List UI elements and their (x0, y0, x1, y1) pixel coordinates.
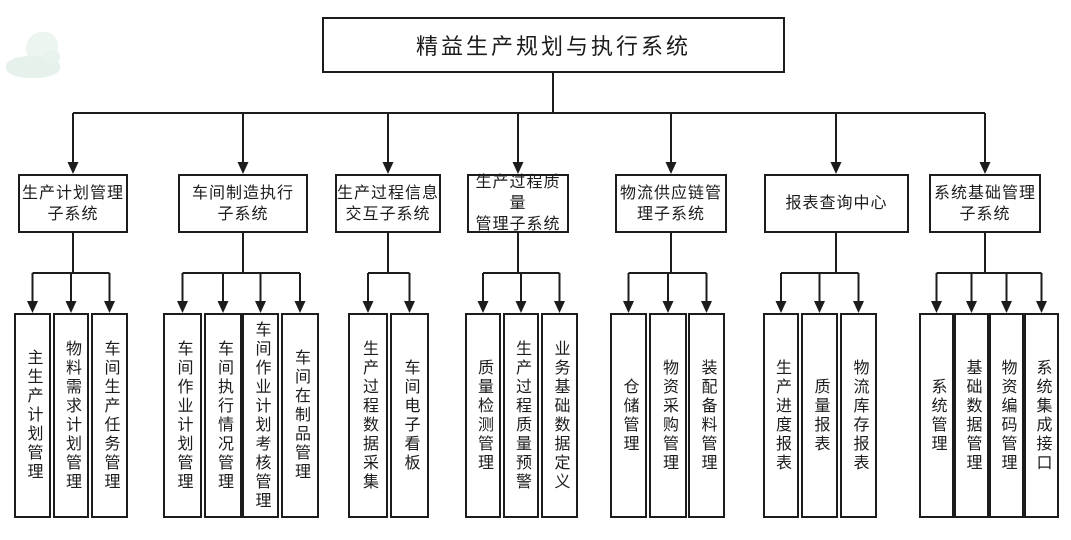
root-node: 精益生产规划与执行系统 (322, 17, 785, 73)
module-label: 生产进度报表 (773, 358, 790, 473)
module-label: 质量报表 (811, 377, 829, 454)
subsystem-label: 车间制造执行 (191, 184, 294, 202)
module-node: 主生产计划管理 (14, 313, 51, 518)
subsystem-label: 交互子系统 (345, 205, 431, 223)
module-node: 车间执行情况管理 (204, 313, 242, 518)
subsystem-node-system-base: 系统基础管理 子系统 (929, 174, 1041, 233)
module-node: 系统管理 (919, 313, 954, 518)
module-label: 车间在制品管理 (292, 349, 309, 482)
subsystem-label: 报表查询中心 (785, 195, 888, 212)
subsystem-node-logistics-supply: 物流供应链管 理子系统 (615, 174, 727, 233)
module-label: 物料需求计划管理 (63, 339, 80, 492)
module-node: 系统集成接口 (1024, 313, 1059, 518)
module-node: 车间电子看板 (390, 313, 429, 518)
module-label: 系统集成接口 (1033, 358, 1051, 473)
module-node: 基础数据管理 (954, 313, 989, 518)
module-node: 车间作业计划考核管理 (242, 313, 279, 518)
module-node: 生产过程质量预警 (503, 313, 539, 518)
module-node: 物资编码管理 (989, 313, 1024, 518)
module-label: 系统管理 (928, 377, 946, 454)
module-node: 装配备料管理 (688, 313, 725, 518)
subsystem-label: 生产计划管理 (21, 184, 124, 202)
subsystem-node-report-center: 报表查询中心 (764, 174, 909, 233)
subsystem-label: 子系统 (217, 205, 269, 223)
module-node: 物料需求计划管理 (53, 313, 89, 518)
module-label: 物流库存报表 (850, 358, 868, 473)
module-node: 仓储管理 (610, 313, 647, 518)
module-node: 车间作业计划管理 (163, 313, 202, 518)
subsystem-node-process-quality: 生产过程质量 管理子系统 (467, 174, 569, 233)
module-label: 车间作业计划管理 (174, 339, 192, 492)
subsystem-label: 物流供应链管 (619, 184, 722, 202)
subsystem-label: 生产过程质量 (475, 174, 561, 212)
subsystem-label: 子系统 (47, 205, 99, 223)
subsystem-node-shop-execution: 车间制造执行 子系统 (178, 174, 308, 233)
module-label: 车间电子看板 (401, 358, 419, 473)
module-node: 业务基础数据定义 (541, 313, 578, 518)
module-node: 生产过程数据采集 (348, 313, 388, 518)
subsystem-node-process-info: 生产过程信息 交互子系统 (335, 174, 441, 233)
module-label: 物资采购管理 (660, 358, 677, 473)
module-node: 物流库存报表 (840, 313, 877, 518)
module-label: 装配备料管理 (698, 358, 716, 473)
subsystem-label: 子系统 (959, 205, 1011, 223)
module-node: 质量报表 (801, 313, 838, 518)
subsystem-label: 理子系统 (636, 205, 705, 223)
module-label: 车间执行情况管理 (215, 339, 232, 492)
module-label: 业务基础数据定义 (551, 339, 569, 492)
module-node: 车间生产任务管理 (91, 313, 128, 518)
subsystem-node-production-planning: 生产计划管理 子系统 (18, 174, 128, 233)
root-node-label: 精益生产规划与执行系统 (415, 34, 691, 59)
module-node: 车间在制品管理 (281, 313, 319, 518)
module-node: 生产进度报表 (763, 313, 799, 518)
module-label: 物资编码管理 (998, 358, 1016, 473)
subsystem-label: 管理子系统 (475, 216, 561, 233)
module-label: 生产过程质量预警 (513, 339, 530, 492)
module-label: 车间作业计划考核管理 (252, 320, 270, 511)
module-label: 主生产计划管理 (24, 349, 42, 482)
module-label: 质量检测管理 (475, 358, 492, 473)
subsystem-label: 生产过程信息 (337, 184, 440, 202)
module-label: 仓储管理 (620, 377, 638, 454)
subsystem-label: 系统基础管理 (933, 184, 1036, 202)
module-node: 质量检测管理 (465, 313, 501, 518)
module-label: 生产过程数据采集 (360, 339, 377, 492)
module-node: 物资采购管理 (649, 313, 687, 518)
module-label: 基础数据管理 (963, 358, 981, 473)
module-label: 车间生产任务管理 (101, 339, 119, 492)
